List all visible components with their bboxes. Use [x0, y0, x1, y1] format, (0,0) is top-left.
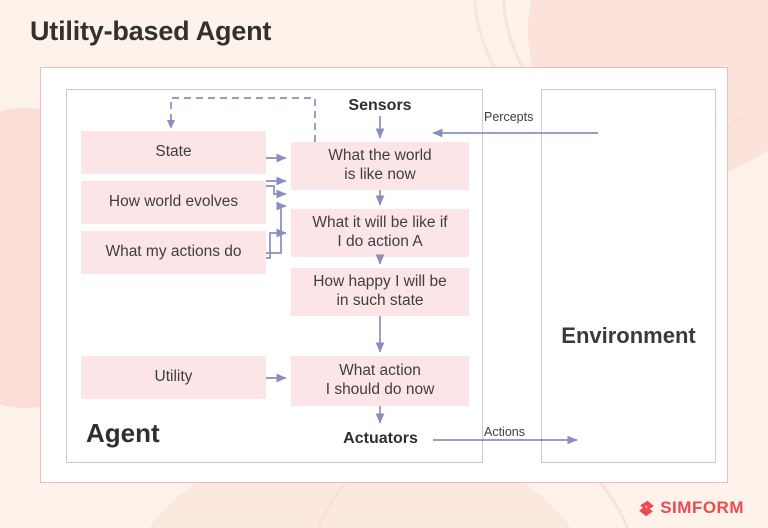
- simform-logo-icon: [639, 500, 655, 516]
- percepts-label: Percepts: [484, 110, 534, 124]
- reasoning-box-happiness: How happy I will be in such state: [291, 268, 469, 316]
- agent-label: Agent: [86, 418, 160, 448]
- knowledge-box-what-my-actions-do: What my actions do: [81, 231, 266, 274]
- actions-to-outcome-wire: [266, 228, 287, 259]
- environment-container: [541, 89, 716, 463]
- evolves-to-world-wire-2: [266, 185, 287, 199]
- reasoning-box-world-now-line1: What the world: [328, 147, 432, 165]
- page-title: Utility-based Agent: [30, 16, 272, 46]
- actuators-label: Actuators: [343, 430, 418, 447]
- reasoning-box-action-outcome: What it will be like if I do action A: [291, 209, 469, 257]
- reasoning-box-action-outcome-line2: I do action A: [337, 233, 423, 250]
- actions-label: Actions: [484, 425, 525, 439]
- reasoning-box-next-action: What action I should do now: [291, 356, 469, 406]
- actions-to-world-wire: [266, 201, 287, 254]
- simform-logo-text: SIMFORM: [660, 498, 744, 517]
- reasoning-box-happiness-line2: in such state: [336, 292, 424, 309]
- connector-layer: [167, 97, 598, 445]
- reasoning-box-world-now: What the world is like now: [291, 142, 469, 190]
- brand-logo: SIMFORM: [638, 498, 744, 518]
- reasoning-box-next-action-line2: I should do now: [325, 381, 435, 398]
- knowledge-box-utility: Utility: [81, 356, 266, 399]
- feedback-dashed-wire: [170, 97, 316, 142]
- reasoning-box-happiness-line1: How happy I will be: [313, 273, 447, 291]
- feedback-arrowhead: [167, 120, 175, 129]
- knowledge-box-state: State: [81, 131, 266, 174]
- diagram-card: Environment State How world evolves What…: [40, 67, 728, 483]
- reasoning-box-action-outcome-line1: What it will be like if: [312, 214, 448, 232]
- environment-label: Environment: [561, 323, 696, 348]
- sensors-label: Sensors: [348, 97, 412, 114]
- agent-container: [66, 89, 483, 463]
- reasoning-box-world-now-line2: is like now: [344, 166, 416, 183]
- knowledge-box-how-world-evolves: How world evolves: [81, 181, 266, 224]
- reasoning-box-next-action-line1: What action: [339, 362, 421, 380]
